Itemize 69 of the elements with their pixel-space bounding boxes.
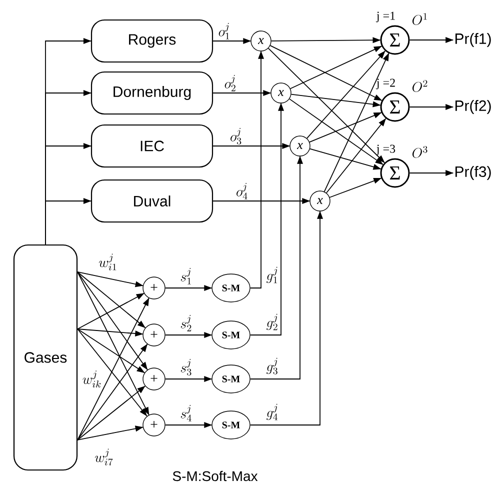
- output-symbol: $O^2$: [412, 80, 428, 92]
- output-label: Pr(f3): [455, 166, 491, 180]
- weight-label: $w_{ik}^j$: [82, 370, 102, 388]
- arrow: [77, 292, 144, 330]
- arrow: [45, 198, 92, 245]
- arrow: [409, 104, 454, 110]
- output-label: Pr(f2): [455, 100, 491, 114]
- edge-label: $g_2^j$: [266, 314, 278, 330]
- arrow: [250, 102, 284, 336]
- arrow: [77, 272, 148, 370]
- output-symbol: $O^3$: [412, 146, 428, 158]
- arrow: [329, 178, 382, 198]
- arrow: [164, 285, 212, 291]
- index-label: j =2: [376, 78, 395, 90]
- caption: S-M:Soft-Max: [172, 470, 258, 482]
- arrow: [409, 170, 454, 176]
- arrow: [77, 344, 148, 440]
- method-box: Duval: [90, 179, 214, 223]
- arrow: [164, 376, 212, 382]
- method-box: IEC: [90, 124, 214, 168]
- arrow: [309, 112, 382, 143]
- arrow: [77, 272, 150, 416]
- arrow: [212, 38, 252, 44]
- arrow: [290, 94, 381, 108]
- arrow: [268, 48, 385, 164]
- edge-label: $o_1^j$: [218, 23, 230, 40]
- arrow: [77, 272, 144, 288]
- arrow: [164, 332, 212, 338]
- arrow: [324, 52, 390, 192]
- arrow: [212, 198, 310, 204]
- arrow: [270, 45, 382, 101]
- arrow: [270, 37, 381, 44]
- edge-label: $g_3^j$: [266, 358, 278, 374]
- edge-label: $s_3^j$: [180, 359, 192, 376]
- weight-label: $w_{i7}^j$: [94, 448, 114, 466]
- arrow: [290, 46, 382, 90]
- method-box: Rogers: [90, 19, 214, 63]
- arrow: [164, 422, 212, 428]
- method-box: Dornenburg: [90, 71, 214, 115]
- arrow: [212, 143, 290, 149]
- arrow: [289, 98, 384, 165]
- output-label: Pr(f1): [455, 33, 491, 47]
- arrow: [326, 118, 386, 194]
- arrow: [306, 50, 386, 139]
- arrow: [77, 298, 150, 440]
- arrow: [310, 148, 382, 170]
- arrow: [77, 328, 144, 336]
- arrow: [77, 328, 145, 374]
- edge-label: $s_2^j$: [180, 315, 192, 332]
- arrow: [250, 156, 303, 380]
- arrow: [77, 328, 148, 417]
- arrow: [212, 90, 272, 96]
- weight-label: $w_{i1}^j$: [98, 253, 118, 271]
- edge-label: $g_4^j$: [266, 404, 278, 420]
- arrow: [77, 426, 144, 440]
- edge-label: $o_4^j$: [236, 183, 248, 200]
- edge-label: $g_1^j$: [266, 266, 278, 284]
- index-label: j =1: [376, 12, 395, 22]
- arrow: [77, 272, 146, 328]
- arrow: [409, 37, 454, 43]
- input-box: Gases: [13, 244, 78, 471]
- edge-label: $o_2^j$: [224, 75, 236, 92]
- arrow: [250, 50, 264, 288]
- arrow: [250, 210, 323, 426]
- output-symbol: $O^1$: [412, 13, 427, 25]
- arrow: [77, 386, 146, 440]
- edge-label: $s_4^j$: [180, 405, 192, 422]
- edge-label: $s_1^j$: [180, 268, 191, 284]
- edge-label: $o_3^j$: [230, 128, 242, 145]
